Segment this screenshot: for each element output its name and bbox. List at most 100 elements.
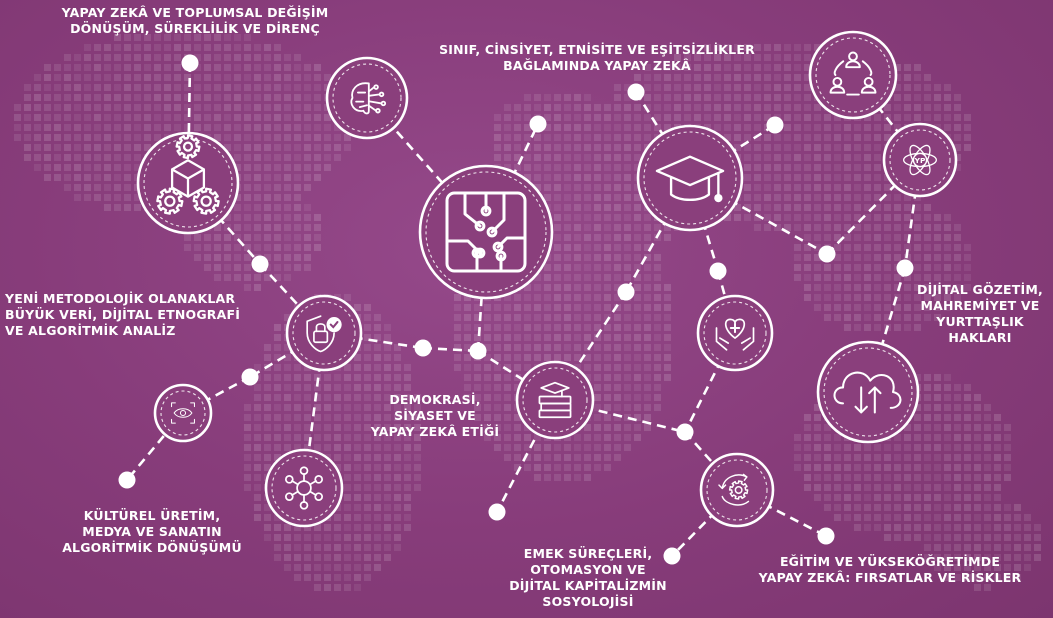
map-pixel xyxy=(994,444,1001,451)
map-pixel xyxy=(934,484,941,491)
map-pixel xyxy=(374,494,381,501)
map-pixel xyxy=(864,514,871,521)
map-pixel xyxy=(334,124,341,131)
map-pixel xyxy=(304,524,311,531)
map-pixel xyxy=(304,534,311,541)
map-pixel xyxy=(304,154,311,161)
map-pixel xyxy=(494,334,501,341)
map-pixel xyxy=(974,584,981,591)
map-pixel xyxy=(804,454,811,461)
map-pixel xyxy=(644,424,651,431)
map-pixel xyxy=(834,264,841,271)
map-pixel xyxy=(254,514,261,521)
map-pixel xyxy=(844,444,851,451)
map-pixel xyxy=(504,294,511,301)
map-pixel xyxy=(614,384,621,391)
map-pixel xyxy=(874,464,881,471)
map-pixel xyxy=(314,394,321,401)
map-pixel xyxy=(384,474,391,481)
map-pixel xyxy=(474,314,481,321)
map-pixel xyxy=(594,264,601,271)
map-pixel xyxy=(914,204,921,211)
map-pixel xyxy=(464,384,471,391)
map-pixel xyxy=(574,124,581,131)
map-pixel xyxy=(884,454,891,461)
map-pixel xyxy=(794,244,801,251)
map-pixel xyxy=(584,454,591,461)
map-pixel xyxy=(34,84,41,91)
map-pixel xyxy=(1014,574,1021,581)
map-pixel xyxy=(474,374,481,381)
map-pixel xyxy=(604,454,611,461)
map-pixel xyxy=(664,94,671,101)
map-pixel xyxy=(644,304,651,311)
map-pixel xyxy=(324,374,331,381)
map-pixel xyxy=(264,414,271,421)
map-pixel xyxy=(874,254,881,261)
map-pixel xyxy=(314,554,321,561)
map-pixel xyxy=(854,214,861,221)
map-pixel xyxy=(974,454,981,461)
map-pixel xyxy=(254,224,261,231)
map-pixel xyxy=(414,394,421,401)
map-pixel xyxy=(564,234,571,241)
map-pixel xyxy=(904,444,911,451)
map-pixel xyxy=(464,394,471,401)
map-pixel xyxy=(524,324,531,331)
map-pixel xyxy=(254,174,261,181)
map-pixel xyxy=(784,64,791,71)
map-pixel xyxy=(864,154,871,161)
map-pixel xyxy=(534,144,541,151)
map-pixel xyxy=(744,204,751,211)
map-pixel xyxy=(234,124,241,131)
books-graduation-icon xyxy=(538,381,572,419)
map-pixel xyxy=(684,64,691,71)
map-pixel xyxy=(364,534,371,541)
map-pixel xyxy=(254,474,261,481)
map-pixel xyxy=(534,164,541,171)
map-pixel xyxy=(284,104,291,111)
map-pixel xyxy=(284,134,291,141)
map-pixel xyxy=(394,544,401,551)
map-pixel xyxy=(784,94,791,101)
map-pixel xyxy=(754,204,761,211)
map-pixel xyxy=(874,514,881,521)
map-pixel xyxy=(874,114,881,121)
map-pixel xyxy=(204,84,211,91)
map-pixel xyxy=(744,214,751,221)
map-pixel xyxy=(284,254,291,261)
map-pixel xyxy=(744,94,751,101)
map-pixel xyxy=(944,554,951,561)
map-pixel xyxy=(744,194,751,201)
map-pixel xyxy=(594,424,601,431)
map-pixel xyxy=(554,274,561,281)
map-pixel xyxy=(334,554,341,561)
map-pixel xyxy=(824,274,831,281)
map-pixel xyxy=(104,44,111,51)
map-pixel xyxy=(504,314,511,321)
map-pixel xyxy=(54,124,61,131)
map-pixel xyxy=(194,74,201,81)
network-dot xyxy=(469,342,487,360)
map-pixel xyxy=(864,264,871,271)
map-pixel xyxy=(784,214,791,221)
map-pixel xyxy=(304,414,311,421)
map-pixel xyxy=(914,224,921,231)
map-pixel xyxy=(284,554,291,561)
map-pixel xyxy=(534,134,541,141)
map-pixel xyxy=(224,84,231,91)
map-pixel xyxy=(564,474,571,481)
map-pixel xyxy=(564,464,571,471)
map-pixel xyxy=(254,454,261,461)
map-pixel xyxy=(924,234,931,241)
map-pixel xyxy=(624,374,631,381)
map-pixel xyxy=(254,494,261,501)
map-pixel xyxy=(884,214,891,221)
map-pixel xyxy=(854,464,861,471)
map-pixel xyxy=(724,64,731,71)
map-pixel xyxy=(374,394,381,401)
map-pixel xyxy=(394,454,401,461)
map-pixel xyxy=(244,424,251,431)
map-pixel xyxy=(324,434,331,441)
map-pixel xyxy=(614,254,621,261)
